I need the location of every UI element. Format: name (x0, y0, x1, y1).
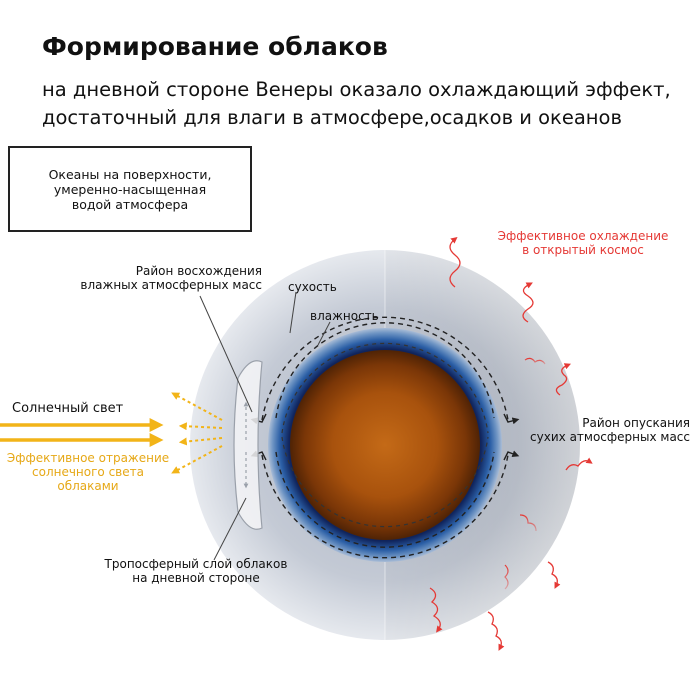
cooling-arrow-8 (504, 564, 509, 590)
cooling-arrow-9 (519, 514, 537, 532)
ocean-info-line-2: умеренно-насыщенная (53, 181, 207, 197)
cooling-label-line-2: в открытый космос (522, 243, 644, 257)
planet-core (290, 350, 480, 540)
cooling-arrow-2 (522, 282, 534, 323)
cooling-arrow-10 (524, 357, 546, 365)
cloud-layer-label-line-2: на дневной стороне (132, 571, 260, 585)
descent-arrow-upper (503, 413, 520, 425)
cloud-layer-label: Тропосферный слой облаков на дневной сто… (96, 557, 296, 585)
rising-label-leader (199, 295, 253, 413)
ocean-info-line-3: водой атмосфера (71, 196, 189, 212)
reflection-arrow-3 (178, 437, 223, 446)
reflection-label-line-2: солнечного света (32, 465, 144, 479)
rising-air-label-line-2: влажных атмосферных масс (80, 278, 262, 292)
cloud-layer-label-line-1: Тропосферный слой облаков (104, 557, 288, 571)
dryness-label-leader (289, 291, 297, 334)
descent-label: Район опускания сухих атмосферных масс (500, 416, 690, 444)
descent-label-line-1: Район опускания (582, 416, 690, 430)
cooling-arrow-5 (547, 561, 561, 589)
reflection-label-line-1: Эффективное отражение (6, 451, 170, 465)
cooling-arrow-3 (555, 363, 572, 396)
reflection-label: Эффективное отражение солнечного света о… (4, 451, 172, 493)
rising-air-label-line-1: Район восхождения (135, 264, 262, 278)
humidity-label-leader (317, 321, 331, 346)
cooling-arrow-6 (487, 611, 505, 651)
subtitle-line-2: достаточный для влаги в атмосфере,осадко… (42, 106, 622, 129)
descent-arrow-lower (503, 450, 520, 461)
cooling-label: Эффективное охлаждение в открытый космос (488, 229, 678, 257)
humidity-boundary-upper (275, 322, 495, 419)
cooling-arrow-4 (565, 457, 593, 471)
cooling-arrow-1 (449, 236, 461, 288)
dryness-label: сухость (288, 280, 337, 294)
ocean-info-box: Океаны на поверхности, умеренно-насыщенн… (8, 146, 252, 232)
dryness-boundary-upper (261, 316, 509, 421)
sunlight-label: Солнечный свет (12, 401, 124, 416)
humidity-boundary-lower (275, 451, 495, 548)
descent-label-line-2: сухих атмосферных масс (530, 430, 690, 444)
rising-air-label: Район восхождения влажных атмосферных ма… (40, 264, 262, 292)
dayside-cloud-layer (233, 360, 263, 530)
reflection-label-line-3: облаками (57, 479, 119, 493)
subtitle-line-1: на дневной стороне Венеры оказало охлажд… (42, 78, 671, 101)
page-title: Формирование облаков (42, 32, 388, 61)
reflection-arrow-2 (178, 422, 223, 431)
cooling-arrow-7 (429, 587, 443, 633)
humidity-label: влажность (310, 309, 379, 323)
cooling-label-line-1: Эффективное охлаждение (497, 229, 669, 243)
dryness-boundary-lower (261, 454, 509, 559)
ocean-info-line-1: Океаны на поверхности, (48, 166, 212, 182)
cloud-layer-label-leader (213, 497, 247, 561)
